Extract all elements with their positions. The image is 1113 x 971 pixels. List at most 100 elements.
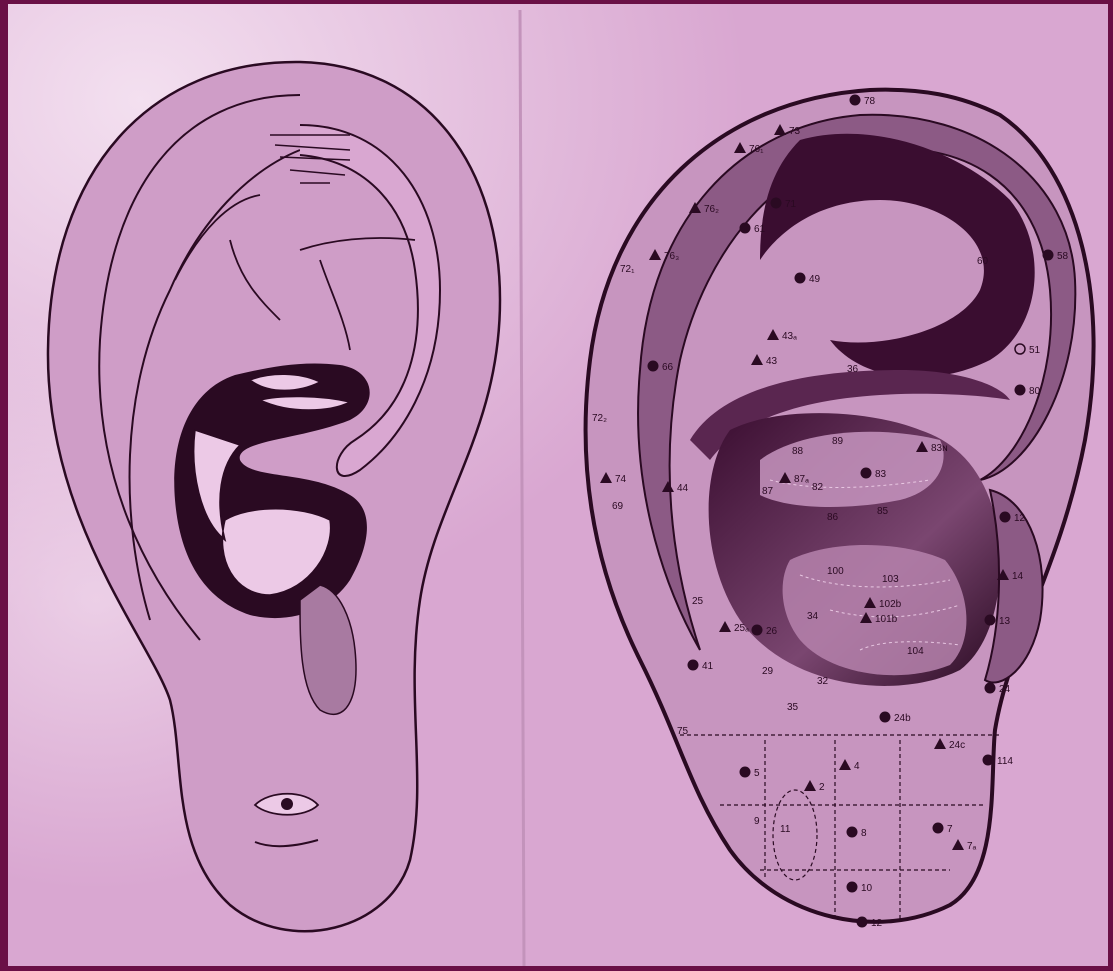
point-dot-marker xyxy=(1043,250,1054,261)
point-18: 72₂ xyxy=(592,413,607,424)
point-label: 60 xyxy=(977,256,989,267)
point-35: 25 xyxy=(692,596,704,607)
point-label: 44 xyxy=(677,483,689,494)
point-dot-marker xyxy=(752,625,763,636)
point-label: 101b xyxy=(875,614,898,625)
point-16: 36 xyxy=(847,364,859,375)
point-label: 58 xyxy=(1057,251,1069,262)
point-label: 104 xyxy=(907,646,924,657)
point-55: 9 xyxy=(754,816,760,827)
point-dot-marker xyxy=(1015,385,1026,396)
point-label: 83ɴ xyxy=(931,443,948,454)
point-label: 78 xyxy=(864,96,876,107)
point-label: 29 xyxy=(762,666,774,677)
point-label: 7 xyxy=(947,824,953,835)
point-30: 85 xyxy=(877,506,889,517)
point-label: 100 xyxy=(827,566,844,577)
point-dot-marker xyxy=(740,767,751,778)
point-label: 8 xyxy=(861,828,867,839)
point-20: 89 xyxy=(832,436,844,447)
point-label: 4 xyxy=(854,761,860,772)
point-label: 43 xyxy=(766,356,778,367)
point-45: 32 xyxy=(817,676,829,687)
point-33: 103 xyxy=(882,574,899,585)
point-label: 114 xyxy=(997,756,1013,767)
point-label: 13 xyxy=(999,616,1011,627)
point-label: 24c xyxy=(949,740,965,751)
point-41: 34 xyxy=(807,611,819,622)
point-dot-marker xyxy=(983,755,994,766)
point-label: 76₃ xyxy=(664,251,679,262)
point-label: 12 xyxy=(871,918,883,929)
point-dot-marker xyxy=(771,198,782,209)
point-dot-marker xyxy=(880,712,891,723)
point-dot-marker xyxy=(688,660,699,671)
point-label: 86 xyxy=(827,512,839,523)
point-49: 75 xyxy=(677,726,689,737)
point-label: 51 xyxy=(1029,345,1041,356)
point-10: 60 xyxy=(977,256,989,267)
point-8: 72₁ xyxy=(620,264,635,275)
point-label: 11 xyxy=(780,824,791,835)
point-label: 5 xyxy=(754,768,760,779)
point-label: 83 xyxy=(875,469,887,480)
point-label: 41 xyxy=(702,661,714,672)
point-label: 32 xyxy=(817,676,829,687)
point-label: 12 xyxy=(1014,513,1026,524)
point-label: 2 xyxy=(819,782,825,793)
point-44: 29 xyxy=(762,666,774,677)
point-label: 7ₐ xyxy=(967,841,977,852)
point-label: 74 xyxy=(615,474,627,485)
point-label: 34 xyxy=(807,611,819,622)
point-label: 88 xyxy=(792,446,804,457)
point-26: 82 xyxy=(812,482,824,493)
point-label: 35 xyxy=(787,702,799,713)
point-56: 11 xyxy=(780,824,791,835)
point-label: 66 xyxy=(662,362,674,373)
point-label: 10 xyxy=(861,883,873,894)
point-label: 14 xyxy=(1012,571,1024,582)
point-dot-marker xyxy=(1000,512,1011,523)
point-dot-marker xyxy=(985,683,996,694)
point-label: 36 xyxy=(847,364,859,375)
point-dot-marker xyxy=(985,615,996,626)
point-label: 73 xyxy=(789,126,801,137)
point-dot-marker xyxy=(795,273,806,284)
point-label: 87ₐ xyxy=(794,474,809,485)
point-label: 76₂ xyxy=(704,204,719,215)
point-47: 35 xyxy=(787,702,799,713)
point-label: 82 xyxy=(812,482,824,493)
point-dot-marker xyxy=(850,95,861,106)
point-53: 114 xyxy=(983,755,1014,768)
point-dot-marker xyxy=(847,882,858,893)
point-label: 26 xyxy=(766,626,778,637)
point-label: 80 xyxy=(1029,386,1041,397)
point-dot-marker xyxy=(857,917,868,928)
point-label: 102b xyxy=(879,599,902,610)
point-32: 100 xyxy=(827,566,844,577)
point-48: 24b xyxy=(880,712,912,725)
point-label: 69 xyxy=(612,501,624,512)
point-dot-marker xyxy=(648,361,659,372)
point-label: 75 xyxy=(677,726,689,737)
point-37: 104 xyxy=(907,646,924,657)
point-label: 49 xyxy=(809,274,821,285)
point-dot-marker xyxy=(740,223,751,234)
point-label: 89 xyxy=(832,436,844,447)
point-dot-marker xyxy=(847,827,858,838)
point-label: 9 xyxy=(754,816,760,827)
point-dot-marker xyxy=(933,823,944,834)
point-label: 43ₐ xyxy=(782,331,797,342)
point-29: 86 xyxy=(827,512,839,523)
point-28: 69 xyxy=(612,501,624,512)
point-label: 87 xyxy=(762,486,774,497)
point-dot-marker xyxy=(861,468,872,479)
point-label: 72₁ xyxy=(620,264,635,275)
point-25: 87 xyxy=(762,486,774,497)
point-label: 24b xyxy=(894,713,911,724)
point-label: 25ₐ xyxy=(734,623,749,634)
point-label: 103 xyxy=(882,574,899,585)
point-label: 85 xyxy=(877,506,889,517)
point-label: 71 xyxy=(785,199,797,210)
